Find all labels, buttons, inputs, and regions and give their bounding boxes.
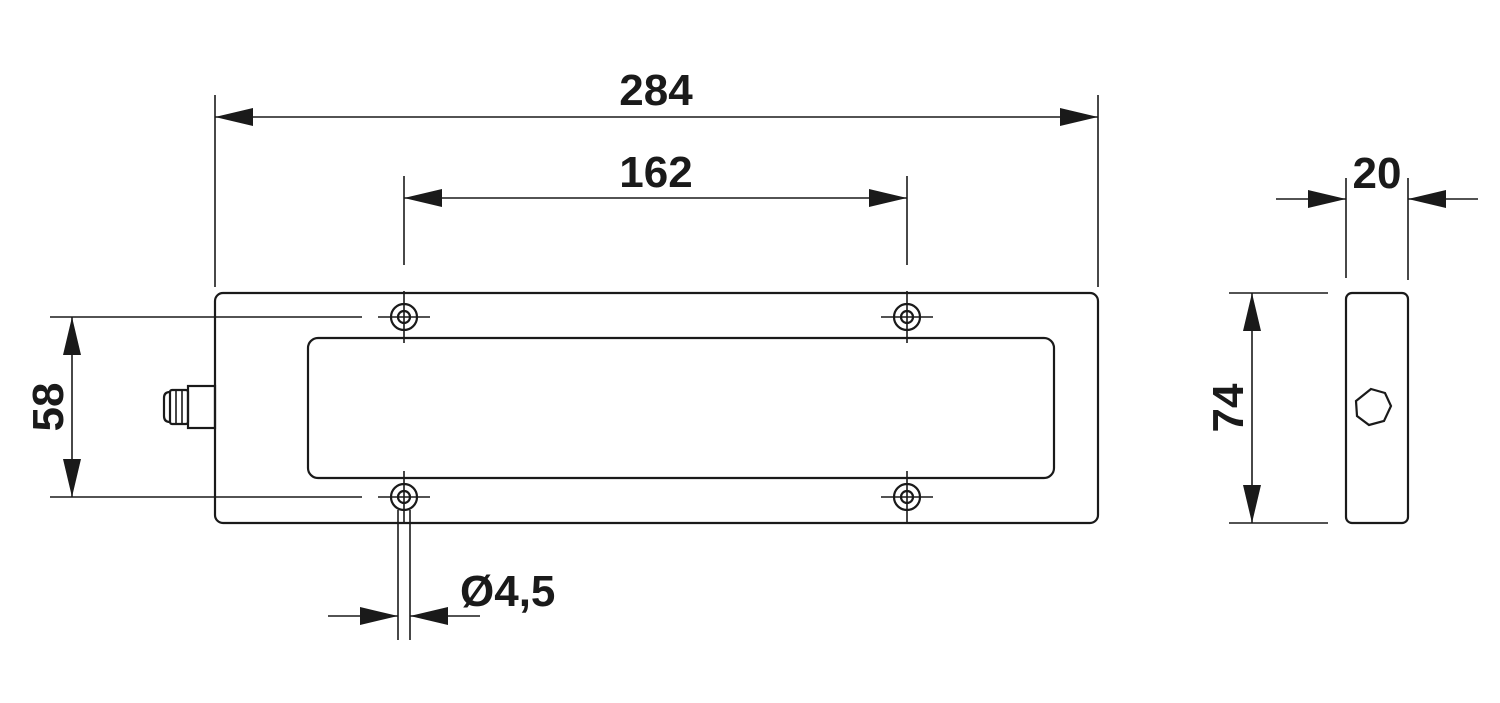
dimension-hole-spacing-horizontal: 162 [403, 148, 908, 265]
mounting-hole-top-left [378, 291, 430, 343]
dimension-label-284: 284 [619, 66, 693, 115]
hex-nut-icon [1354, 387, 1393, 427]
lens-window [306, 336, 1056, 480]
dimension-hole-spacing-vertical: 58 [24, 316, 362, 498]
mounting-hole-bottom-left [378, 471, 430, 523]
dimension-overall-height: 74 [1204, 292, 1328, 524]
side-housing-outline [1344, 291, 1410, 525]
dimension-label-58: 58 [24, 383, 73, 432]
dimension-depth: 20 [1276, 149, 1478, 280]
dimension-label-162: 162 [619, 148, 692, 197]
mounting-hole-top-right [881, 291, 933, 343]
front-view [162, 291, 1100, 525]
dimension-label-74: 74 [1204, 383, 1253, 432]
dimension-label-20: 20 [1353, 149, 1402, 198]
dimension-label-diameter: Ø4,5 [460, 567, 555, 616]
cable-gland [162, 384, 217, 430]
side-view [1344, 291, 1410, 525]
dimension-overall-length: 284 [214, 66, 1099, 287]
mounting-hole-bottom-right [881, 471, 933, 523]
housing-outline [213, 291, 1100, 525]
dimension-hole-diameter: Ø4,5 [328, 510, 555, 640]
